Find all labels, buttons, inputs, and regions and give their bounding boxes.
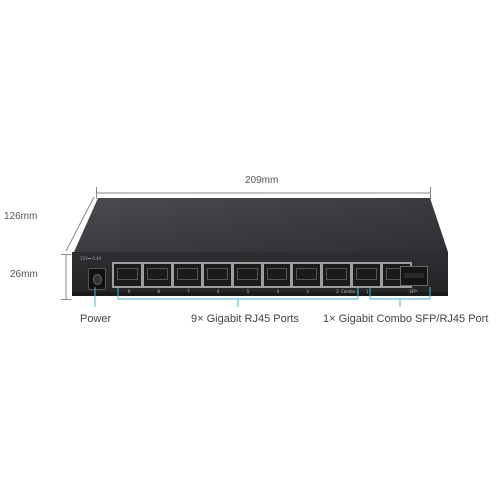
rj45-port-block (112, 262, 412, 288)
combo-port-label: Combo 2 (341, 289, 359, 294)
rj45-port (173, 264, 201, 286)
port-number: 8 (157, 289, 160, 294)
port-number: 6 (216, 289, 220, 294)
power-jack-hole (93, 274, 102, 285)
callout-lines (94, 287, 431, 307)
power-rating-label: 12V⎓ 0.4A (80, 256, 102, 261)
rj45-port (143, 264, 171, 286)
port-number: 4 (276, 289, 280, 294)
rj45-port (323, 264, 351, 286)
rj45-port (263, 264, 291, 286)
rj45-port (293, 264, 321, 286)
depth-dimension-line (65, 196, 95, 252)
width-dimension-line (96, 187, 431, 199)
width-dimension (96, 186, 431, 200)
combo-callout-label: 1× Gigabit Combo SFP/RJ45 Port (323, 313, 489, 325)
power-callout-label: Power (80, 313, 112, 325)
height-dimension-line (61, 254, 71, 300)
port-number: 2 (336, 289, 339, 294)
network-switch: 12V⎓ 0.4A (70, 190, 450, 302)
rj45-callout-label: 9× Gigabit RJ45 Ports (191, 313, 299, 325)
sfp-port (400, 266, 428, 286)
port-number: 7 (187, 289, 190, 294)
port-number: 3 (306, 289, 309, 294)
height-dimension-label: 26mm (10, 269, 38, 280)
port-number-row: 9 8 7 6 5 4 3 2 1 (114, 289, 382, 294)
sfp-port-label: SFP (409, 289, 417, 294)
rj45-port (203, 264, 231, 286)
depth-dimension-label: 126mm (4, 211, 38, 222)
rj45-port (114, 264, 141, 286)
power-jack (88, 268, 106, 290)
port-number: 1 (365, 289, 369, 294)
width-dimension-label: 209mm (243, 175, 281, 186)
rj45-port (233, 264, 261, 286)
port-number: 5 (246, 289, 250, 294)
port-number: 9 (127, 289, 131, 294)
rj45-port (353, 264, 381, 286)
